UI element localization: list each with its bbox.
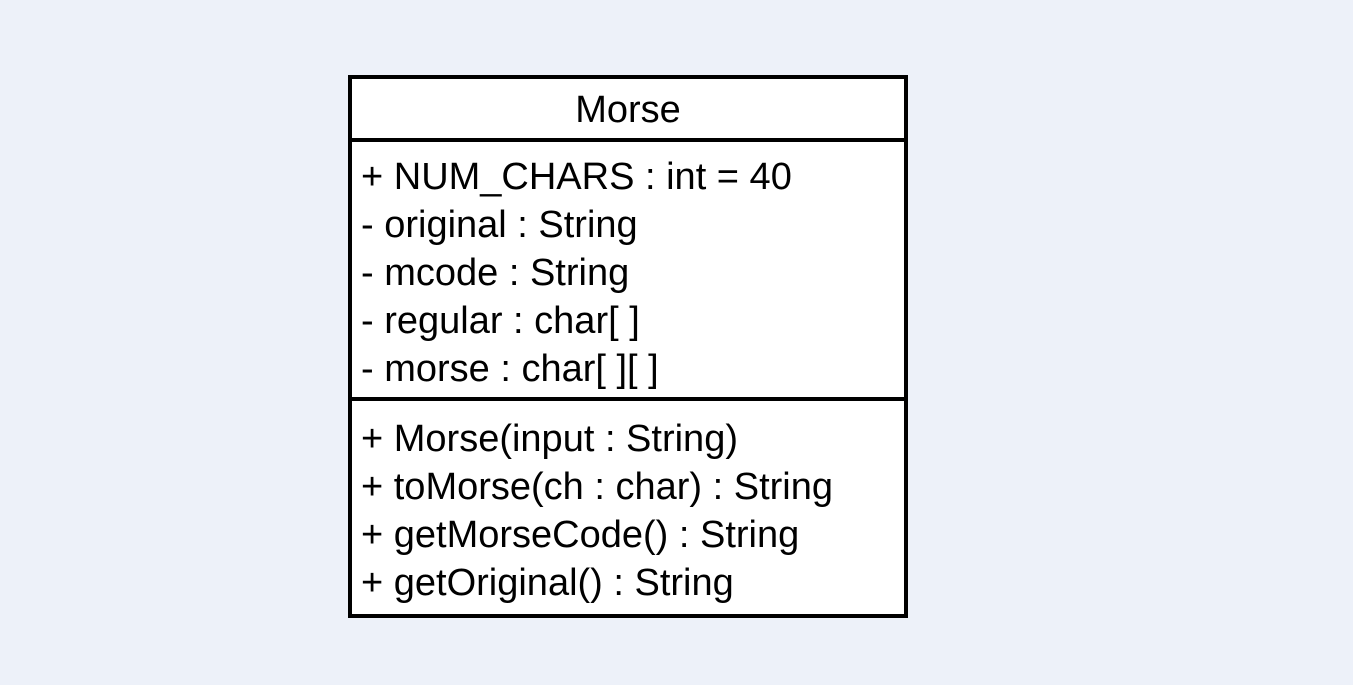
attributes-compartment: + NUM_CHARS : int = 40 - original : Stri…	[352, 142, 904, 401]
attribute-num-chars: + NUM_CHARS : int = 40	[361, 156, 792, 198]
attribute-mcode: - mcode : String	[361, 252, 630, 294]
uml-class-box: Morse + NUM_CHARS : int = 40 - original …	[348, 75, 908, 618]
operation-constructor: + Morse(input : String)	[361, 418, 738, 460]
class-name: Morse	[352, 79, 904, 142]
attribute-regular: - regular : char[ ]	[361, 300, 640, 342]
operation-get-original: + getOriginal() : String	[361, 562, 734, 604]
operation-to-morse: + toMorse(ch : char) : String	[361, 466, 833, 508]
attribute-original: - original : String	[361, 204, 638, 246]
operation-get-morse-code: + getMorseCode() : String	[361, 514, 800, 556]
attribute-morse: - morse : char[ ][ ]	[361, 348, 659, 390]
operations-compartment: + Morse(input : String) + toMorse(ch : c…	[352, 401, 904, 614]
